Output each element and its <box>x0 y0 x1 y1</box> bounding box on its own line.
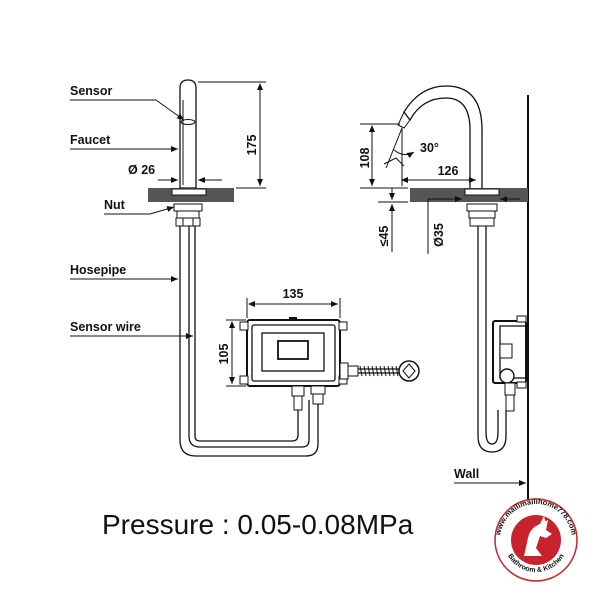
nut <box>171 188 207 227</box>
hosepipe <box>179 226 319 457</box>
left-view: 175 Ø 26 135 105 Sensor Fa <box>70 79 420 457</box>
label-sensor-wire: Sensor wire <box>70 320 193 339</box>
dimension-dia-26: Ø 26 <box>128 163 222 183</box>
label-nut-text: Nut <box>104 198 126 212</box>
control-box-side <box>492 315 527 412</box>
dim-135-text: 135 <box>283 287 304 301</box>
label-hosepipe: Hosepipe <box>70 263 178 282</box>
right-view: 108 30° 126 ≤45 Ø35 <box>358 85 529 500</box>
dim-175-text: 175 <box>245 135 259 156</box>
dim-126-text: 126 <box>438 164 459 178</box>
dim-dia-26-text: Ø 26 <box>128 163 155 177</box>
dim-max-45-text: ≤45 <box>377 226 391 247</box>
dim-105-text: 105 <box>217 344 231 365</box>
label-wall: Wall <box>454 467 526 486</box>
dim-108-text: 108 <box>358 148 372 169</box>
label-sensor-text: Sensor <box>70 84 113 98</box>
dimension-105: 105 <box>217 319 246 387</box>
dimension-max-45: ≤45 <box>377 188 408 252</box>
dimension-135: 135 <box>246 287 341 318</box>
control-box <box>239 317 420 411</box>
dimension-126: 126 <box>401 164 476 183</box>
pressure-spec: Pressure : 0.05-0.08MPa <box>102 509 414 540</box>
label-sensor: Sensor <box>70 84 185 121</box>
dim-dia-35-text: Ø35 <box>432 223 446 247</box>
label-nut: Nut <box>104 198 175 215</box>
faucet-body <box>179 79 197 189</box>
dim-angle-30-text: 30° <box>420 141 439 155</box>
nut-right <box>464 188 500 227</box>
label-sensor-wire-text: Sensor wire <box>70 320 141 334</box>
label-wall-text: Wall <box>454 467 479 481</box>
dimension-angle-30: 30° <box>383 127 439 169</box>
brand-logo: www.mailimailihome778.com Bathroom & Kit… <box>493 497 579 582</box>
sensor-wire <box>194 226 299 442</box>
dimension-dia-35: Ø35 <box>427 196 520 254</box>
dimension-175: 175 <box>198 81 266 189</box>
label-faucet-text: Faucet <box>70 133 111 147</box>
label-faucet: Faucet <box>70 133 178 152</box>
label-hosepipe-text: Hosepipe <box>70 263 126 277</box>
dimension-108: 108 <box>358 123 408 189</box>
